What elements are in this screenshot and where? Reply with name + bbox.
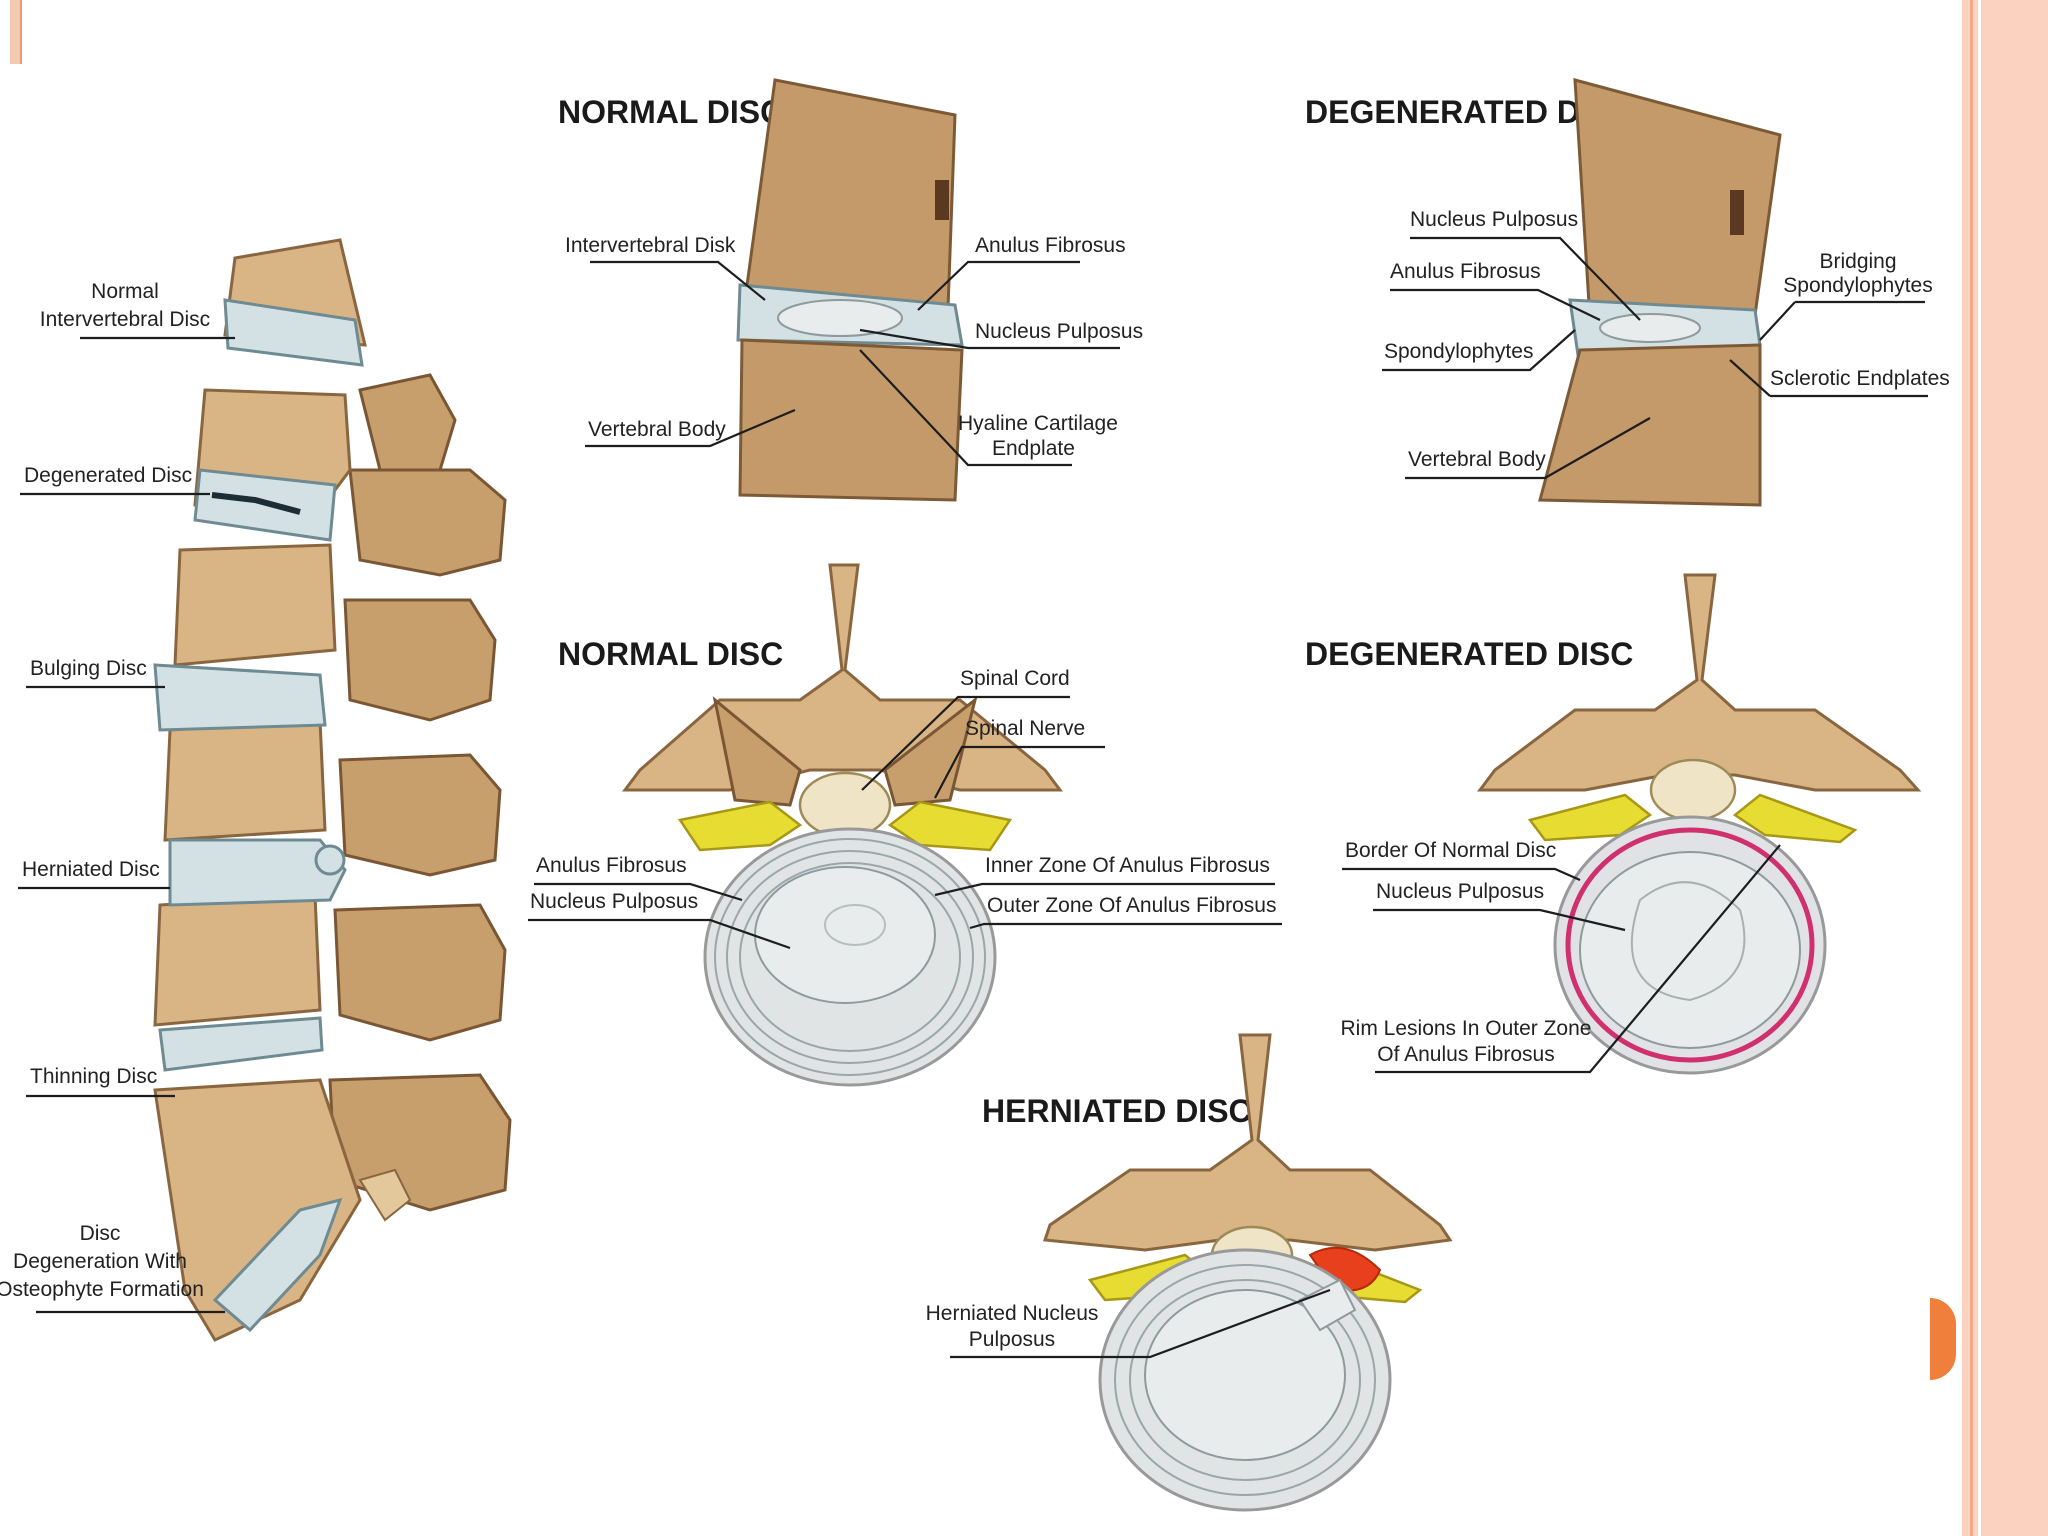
- label-rim-lesions-line2: Of Anulus Fibrosus: [1377, 1043, 1554, 1066]
- label-intervertebral-disk: Intervertebral Disk: [565, 234, 736, 257]
- label-bulging-disc: Bulging Disc: [30, 657, 147, 680]
- label-vertebral-body-deg: Vertebral Body: [1408, 448, 1546, 471]
- label-outer-zone: Outer Zone Of Anulus Fibrosus: [987, 894, 1276, 917]
- normal-disc-side-view: NORMAL DISC Intervertebral Disk Vertebra…: [558, 78, 1143, 502]
- normal-disc-top-title: NORMAL DISC: [558, 636, 783, 672]
- label-border-normal-disc: Border Of Normal Disc: [1345, 839, 1556, 862]
- spinous-processes: [328, 373, 512, 1212]
- slide-border-left: [10, 0, 22, 64]
- label-bridging-line2: Spondylophytes: [1783, 274, 1932, 297]
- label-normal-disc-line2: Intervertebral Disc: [40, 308, 210, 331]
- label-sclerotic-endplates: Sclerotic Endplates: [1770, 367, 1950, 390]
- label-nucleus-pulposus-deg-side: Nucleus Pulposus: [1410, 208, 1578, 231]
- label-nucleus-pulposus-side: Nucleus Pulposus: [975, 320, 1143, 343]
- label-anulus-fibrosus-side: Anulus Fibrosus: [975, 234, 1126, 257]
- label-nucleus-pulposus-top: Nucleus Pulposus: [530, 890, 698, 913]
- normal-disc-top-view: NORMAL DISC Spinal Cord Spinal Nerve Anu…: [528, 563, 1282, 1087]
- label-vertebral-body-normal: Vertebral Body: [588, 418, 726, 441]
- label-herniated-nucleus-line2: Pulposus: [969, 1328, 1055, 1351]
- degenerated-disc-top-view: DEGENERATED DISC Border Of Normal Disc N…: [1305, 573, 1922, 1075]
- degenerated-disc-side-view: DEGENERATED DISC Nucleus Pulposus Anulus…: [1305, 78, 1950, 507]
- label-spondylophytes: Spondylophytes: [1384, 340, 1533, 363]
- lateral-discs: [153, 298, 412, 1333]
- spine-labels: Normal Intervertebral Disc Degenerated D…: [0, 280, 235, 1314]
- herniated-disc-top-title: HERNIATED DISC: [982, 1093, 1252, 1129]
- label-hyaline-line2: Endplate: [992, 437, 1075, 460]
- herniated-disc-top-view: HERNIATED DISC Herniated Nucleus Pulposu…: [926, 1033, 1453, 1512]
- label-herniated-disc: Herniated Disc: [22, 858, 160, 881]
- label-osteo-line3: Osteophyte Formation: [0, 1278, 204, 1301]
- label-osteo-line2: Degeneration With: [13, 1250, 187, 1273]
- slide-accent-dot: [1930, 1298, 1956, 1380]
- label-bridging-line1: Bridging: [1819, 250, 1896, 273]
- label-herniated-nucleus-line1: Herniated Nucleus: [926, 1302, 1099, 1325]
- label-spinal-nerve: Spinal Nerve: [965, 717, 1085, 740]
- normal-disc-side-title: NORMAL DISC: [558, 94, 783, 130]
- label-anulus-fibrosus-top: Anulus Fibrosus: [536, 854, 687, 877]
- spinal-disc-diagram: Normal Intervertebral Disc Degenerated D…: [0, 78, 1950, 1512]
- lateral-spine-illustration: [153, 238, 512, 1342]
- label-normal-disc-line1: Normal: [91, 280, 159, 303]
- label-rim-lesions-line1: Rim Lesions In Outer Zone: [1341, 1017, 1592, 1040]
- label-nucleus-pulposus-deg-top: Nucleus Pulposus: [1376, 880, 1544, 903]
- label-hyaline-line1: Hyaline Cartilage: [958, 412, 1118, 435]
- slide-border-right: [1962, 0, 2048, 1536]
- label-inner-zone: Inner Zone Of Anulus Fibrosus: [985, 854, 1270, 877]
- label-anulus-fibrosus-deg-side: Anulus Fibrosus: [1390, 260, 1541, 283]
- label-osteo-line1: Disc: [80, 1222, 121, 1245]
- vertebral-bodies: [153, 238, 367, 1342]
- label-spinal-cord: Spinal Cord: [960, 667, 1070, 690]
- label-degenerated-disc: Degenerated Disc: [24, 464, 192, 487]
- degenerated-disc-top-title: DEGENERATED DISC: [1305, 636, 1633, 672]
- label-thinning-disc: Thinning Disc: [30, 1065, 157, 1088]
